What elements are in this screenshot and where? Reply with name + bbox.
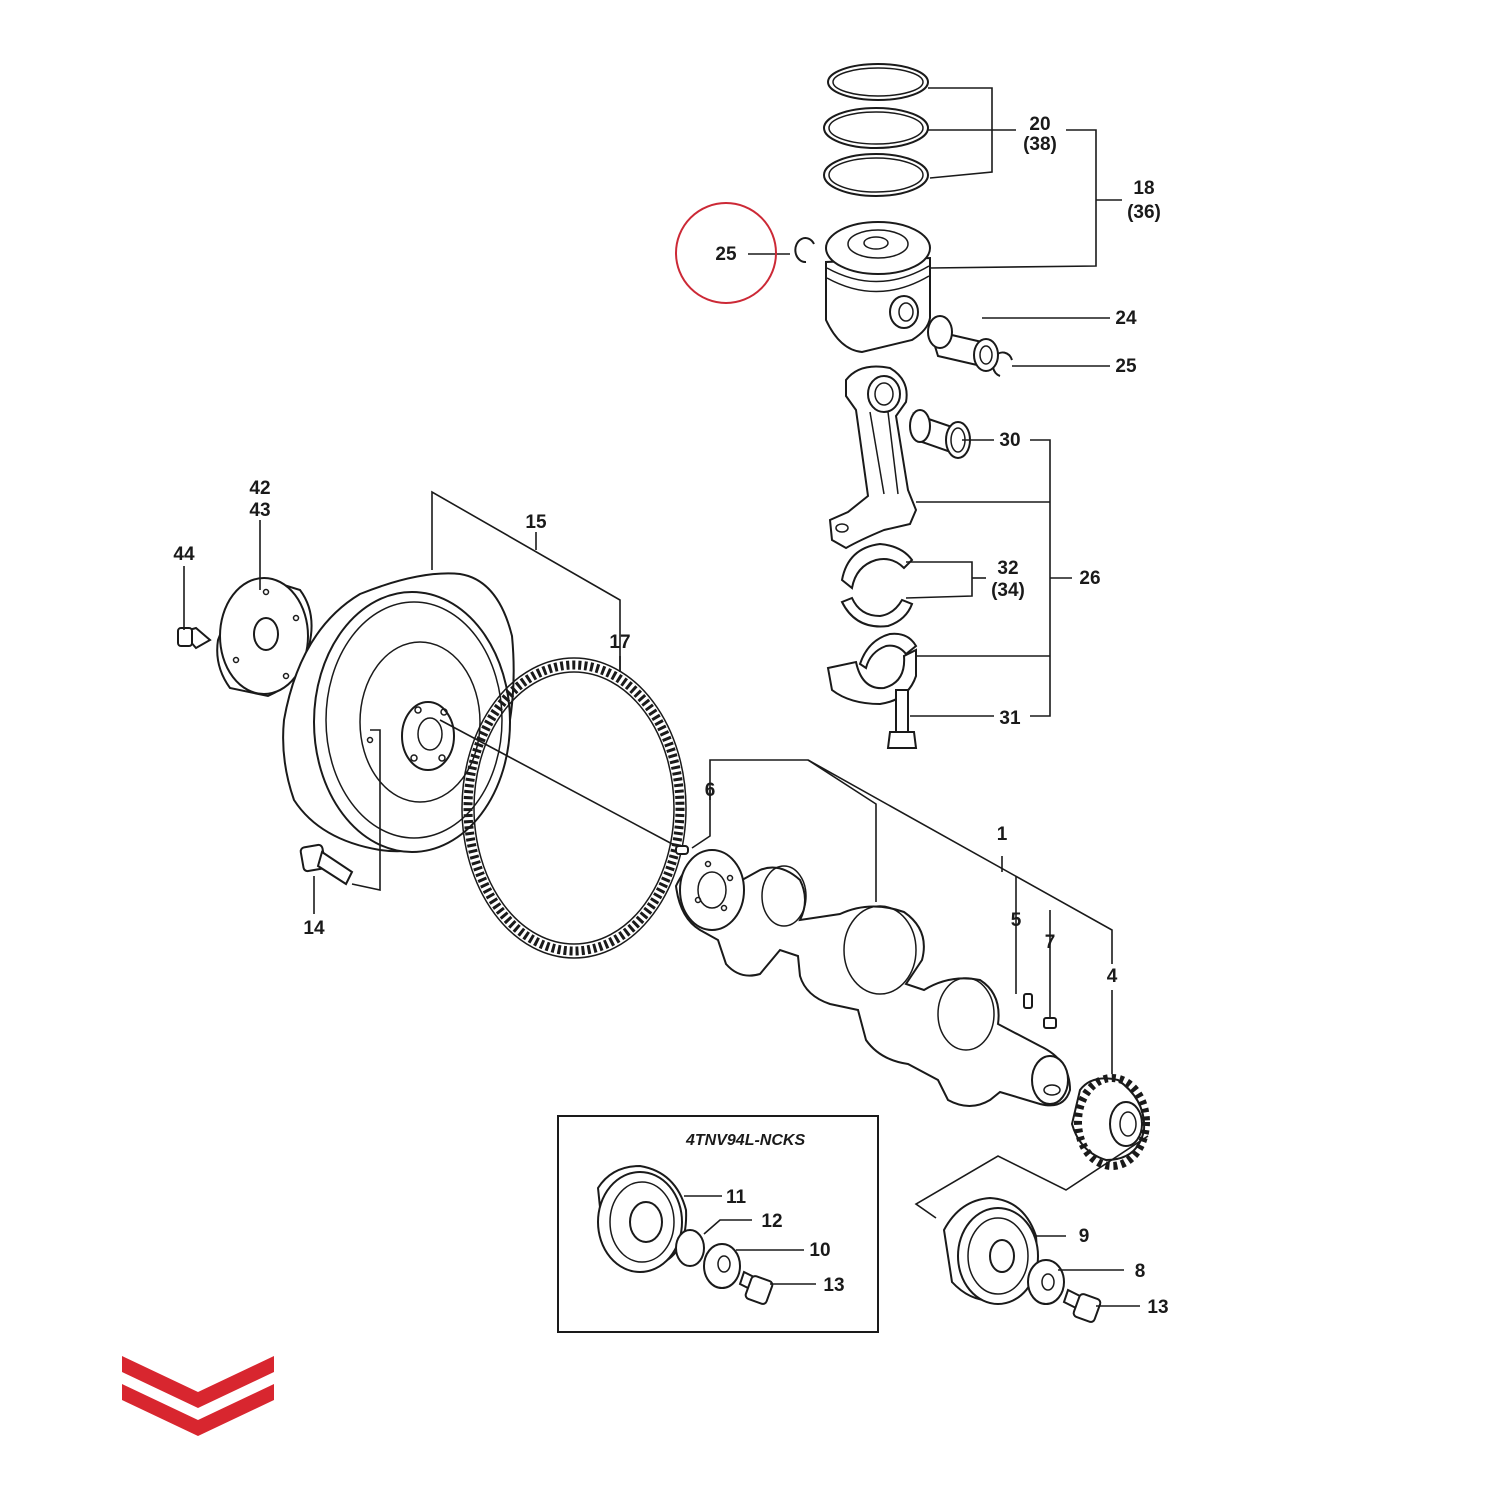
ring-gear-icon xyxy=(461,657,687,959)
rod-bolt-icon xyxy=(886,689,918,749)
leader-lines xyxy=(183,87,1149,1307)
callout-7: 7 xyxy=(1045,932,1056,953)
highlight-circle xyxy=(675,202,777,304)
flywheel-bolt-icon xyxy=(299,843,354,886)
inset-model-label: 4TNV94L-NCKS xyxy=(685,1132,805,1149)
callout-1: 1 xyxy=(997,824,1008,845)
callout-14: 14 xyxy=(303,918,325,939)
bushing-icon xyxy=(909,409,971,459)
callout-36: (36) xyxy=(1127,202,1161,223)
bolt-icon xyxy=(738,1270,774,1305)
pulley-icon xyxy=(942,1196,1039,1305)
callout-13-box: 13 xyxy=(823,1275,844,1296)
logo-chevron-bottom xyxy=(122,1384,274,1436)
piston-icon xyxy=(825,221,931,354)
callout-24: 24 xyxy=(1115,308,1137,329)
callout-25: 25 xyxy=(1115,356,1137,377)
callout-20: 20 xyxy=(1029,114,1050,135)
brand-logo-icon xyxy=(122,1356,274,1436)
callout-5: 5 xyxy=(1011,910,1022,931)
callout-15: 15 xyxy=(525,512,547,533)
callout-12: 12 xyxy=(761,1211,782,1232)
callout-18: 18 xyxy=(1133,178,1154,199)
bearing-shell-icon xyxy=(840,542,914,628)
callout-34: (34) xyxy=(991,580,1025,601)
connecting-rod-icon xyxy=(828,365,918,550)
logo-chevron-top xyxy=(122,1356,274,1408)
callout-13-right: 13 xyxy=(1147,1297,1168,1318)
crank-gear-icon xyxy=(1070,1074,1150,1170)
bearing-housing-icon xyxy=(216,577,313,698)
o-ring-icon xyxy=(675,1229,705,1267)
callout-17: 17 xyxy=(609,632,630,653)
callout-10: 10 xyxy=(809,1240,830,1261)
pulley-icon xyxy=(596,1164,688,1273)
bolt-icon xyxy=(177,626,212,650)
callout-8: 8 xyxy=(1135,1261,1146,1282)
callout-44: 44 xyxy=(173,544,195,565)
inset-box: 4TNV94L-NCKS xyxy=(557,1115,879,1333)
callout-9: 9 xyxy=(1079,1226,1090,1247)
callout-38: (38) xyxy=(1023,134,1057,155)
washer-icon xyxy=(703,1243,741,1289)
callout-6: 6 xyxy=(705,780,716,801)
crankshaft-icon xyxy=(674,849,1072,1107)
flywheel-icon xyxy=(282,572,515,853)
bolt-icon xyxy=(1062,1288,1102,1323)
callout-25-highlight: 25 xyxy=(715,244,737,265)
rod-cap-icon xyxy=(826,632,918,706)
dowel-pin-icon xyxy=(675,845,689,855)
callout-26: 26 xyxy=(1079,568,1100,589)
callout-4: 4 xyxy=(1107,966,1118,987)
piston-pin-icon xyxy=(927,315,999,372)
washer-icon xyxy=(1027,1259,1065,1305)
callout-43: 43 xyxy=(249,500,270,521)
callout-labels: 20 (38) 18 (36) 25 24 25 30 32 (34) 26 3… xyxy=(173,114,1168,1318)
callout-42: 42 xyxy=(249,478,270,499)
callout-31: 31 xyxy=(999,708,1021,729)
piston-ring-icon xyxy=(823,63,929,197)
callout-32: 32 xyxy=(997,558,1018,579)
callout-11: 11 xyxy=(726,1187,747,1208)
callout-30: 30 xyxy=(999,430,1020,451)
